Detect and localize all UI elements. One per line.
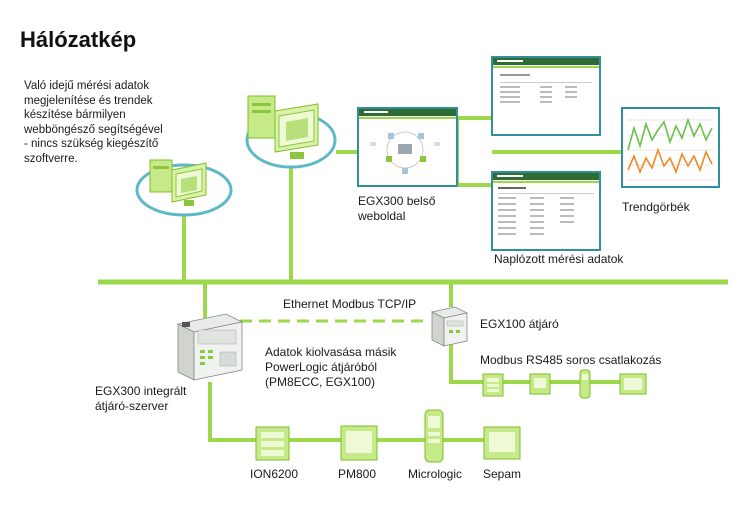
trend-line-orange — [627, 147, 713, 175]
pm800-device — [340, 425, 378, 461]
pc-client-2 — [245, 95, 337, 169]
pc-client-1 — [135, 159, 233, 217]
data-webpage-window — [491, 56, 601, 136]
read-other-gateway-label: Adatok kiolvasása másik PowerLogic átjár… — [265, 345, 397, 389]
pc1-ring — [135, 163, 233, 217]
page-title: Hálózatkép — [20, 27, 137, 52]
trend-line-green — [627, 117, 713, 151]
egx300-server-label: EGX300 integrált átjáró-szerver — [95, 384, 187, 413]
description-text: Való idejű mérési adatok megjelenítése é… — [24, 80, 163, 165]
rs485-label: Modbus RS485 soros csatlakozás — [480, 353, 662, 367]
trend-chart-window — [621, 107, 720, 188]
micrologic-device — [424, 409, 444, 463]
egx100-label: EGX100 átjáró — [480, 317, 559, 331]
ion6200-device — [255, 426, 290, 461]
device-label-sepam: Sepam — [483, 467, 522, 481]
device-label-pm800: PM800 — [338, 467, 377, 481]
egx300-device — [176, 313, 244, 381]
egx300-webpage-window — [357, 107, 458, 187]
logged-data-window — [491, 171, 601, 251]
sepam-device — [483, 426, 521, 460]
rs485-device-1 — [482, 373, 504, 397]
rs485-device-4 — [619, 373, 647, 395]
device-label-ion6200: ION6200 — [250, 467, 299, 481]
egx300-webpage-label: EGX300 belső weboldal — [358, 194, 436, 223]
egx100-device — [430, 306, 469, 347]
rs485-device-2 — [529, 373, 551, 395]
logged-data-label: Naplózott mérési adatok — [494, 252, 624, 266]
trend-label: Trendgörbék — [622, 200, 690, 214]
ethernet-label: Ethernet Modbus TCP/IP — [283, 297, 417, 311]
rs485-device-3 — [579, 369, 591, 399]
device-label-micrologic: Micrologic — [408, 467, 463, 481]
